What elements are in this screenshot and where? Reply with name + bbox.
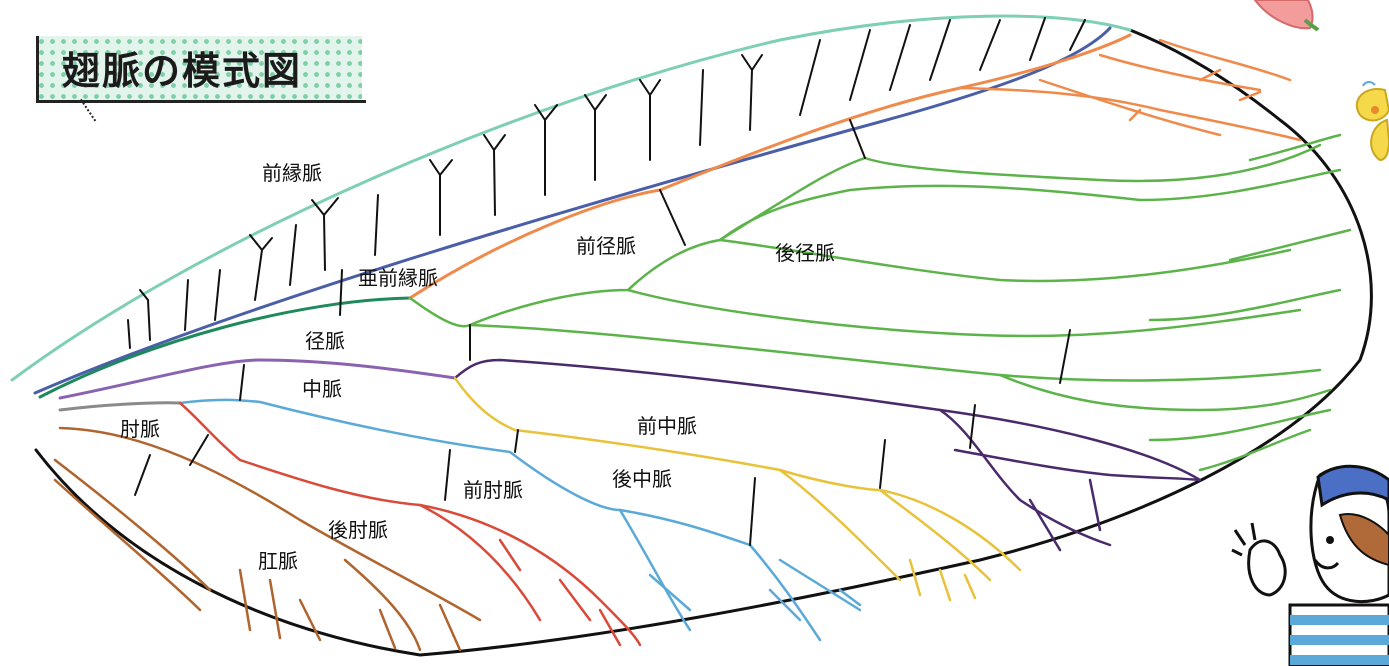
vein-radius-anterior-branches <box>958 38 1302 142</box>
label-cubitus: 肘脈 <box>120 417 160 441</box>
vein-radius-anterior <box>408 33 1132 300</box>
label-radial-sector: 後径脈 <box>775 241 835 265</box>
label-cubitus-anterior: 前肘脈 <box>463 478 523 502</box>
label-subcosta: 亜前縁脈 <box>358 266 438 290</box>
costal-crossveins <box>127 17 1086 349</box>
label-media-anterior: 前中脈 <box>637 414 697 438</box>
vein-media-anterior <box>453 358 1202 552</box>
vein-radius <box>38 296 412 399</box>
label-media-posterior: 後中脈 <box>612 467 672 491</box>
vein-media-posterior <box>453 376 1022 602</box>
vein-cubitus <box>58 401 182 412</box>
label-anal: 肛脈 <box>258 549 298 573</box>
crossveins <box>134 119 1071 546</box>
title-edge <box>36 36 39 100</box>
wing-outline <box>34 28 1373 657</box>
vein-media <box>58 358 457 400</box>
flower-bud-icon <box>1253 0 1320 32</box>
vein-anal <box>53 426 482 652</box>
vein-radial-sector <box>408 133 1352 472</box>
title-underline <box>36 100 366 103</box>
label-radius: 径脈 <box>305 329 345 353</box>
label-costa: 前縁脈 <box>262 161 322 185</box>
label-media: 中脈 <box>302 377 342 401</box>
title-box <box>36 36 362 100</box>
label-radius-anterior: 前径脈 <box>576 234 636 258</box>
boy-character-illustration <box>1231 464 1389 666</box>
vein-costa <box>10 14 1132 382</box>
butterfly-icon <box>1355 81 1389 162</box>
label-cubitus-posterior: 後肘脈 <box>328 518 388 542</box>
vein-cubitus-posterior <box>178 401 642 647</box>
page-title: 翅脈の模式図 <box>62 49 303 93</box>
vein-cubitus-anterior <box>178 398 862 642</box>
